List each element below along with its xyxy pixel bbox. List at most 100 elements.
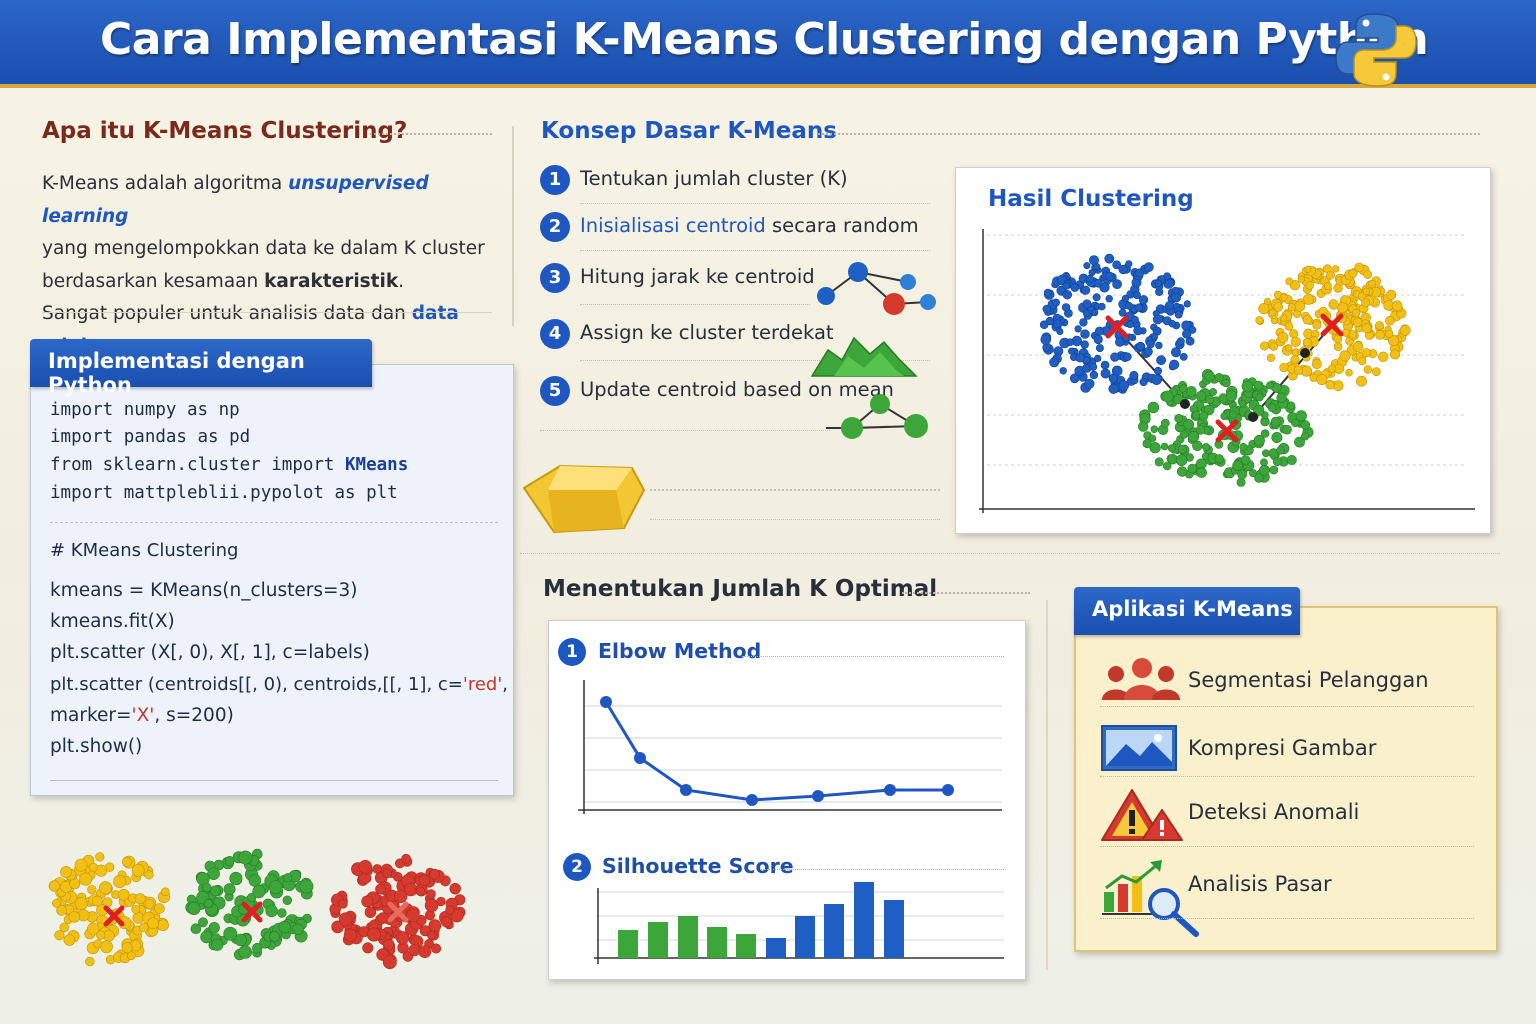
cluster-point (1134, 303, 1143, 312)
cluster-point (252, 884, 266, 899)
cluster-point (1328, 299, 1339, 310)
step-5-label: Update centroid based on mean (580, 378, 894, 401)
step-1-divider (580, 203, 930, 204)
cluster-point (1160, 442, 1169, 451)
cluster-point (1084, 378, 1095, 389)
cluster-point (1272, 457, 1282, 467)
cluster-point (1149, 442, 1161, 454)
cluster-point (265, 904, 278, 918)
cluster-point (1125, 301, 1133, 310)
cluster-point (198, 917, 208, 928)
cluster-point (1290, 336, 1301, 347)
cluster-point (1290, 355, 1300, 365)
cluster-point (1132, 291, 1141, 300)
cluster-point (209, 885, 221, 897)
silhouette-bar (795, 916, 815, 958)
cluster-point (1279, 314, 1288, 322)
cluster-point (1154, 366, 1163, 375)
cluster-point (1154, 279, 1163, 288)
cluster-point (1066, 338, 1074, 346)
cluster-point (1337, 302, 1349, 314)
cluster-point (1356, 375, 1367, 387)
cluster-point (1165, 301, 1175, 311)
cluster-point (1094, 279, 1103, 288)
code-line-c3: plt.scatter (X[, 0), X[, 1], c=labels) (50, 642, 370, 663)
cluster-point (1083, 262, 1091, 270)
cluster-point (1094, 354, 1102, 362)
cluster-point (161, 887, 170, 897)
cluster-point (1088, 269, 1096, 277)
cluster-point (1171, 286, 1180, 295)
result-title: Hasil Clustering (988, 186, 1194, 212)
cluster-point (1199, 411, 1209, 421)
cluster-point (1143, 262, 1154, 273)
cluster-point (1156, 355, 1166, 366)
elbow-method-chart (578, 680, 1002, 814)
app-divider-3 (1100, 846, 1474, 847)
optimal-k-card (548, 620, 1026, 980)
cluster-point (144, 870, 154, 880)
cluster-point (1125, 260, 1133, 268)
link-node (1180, 399, 1190, 409)
column-divider (512, 126, 514, 326)
cluster-point (1285, 277, 1294, 286)
cluster-point (51, 898, 61, 908)
cluster-point (429, 868, 440, 880)
cluster-point (1348, 269, 1358, 278)
code-string-red: 'red' (462, 674, 503, 695)
cluster-point (1056, 328, 1064, 336)
cluster-point (1118, 308, 1127, 317)
cluster-point (1142, 438, 1152, 449)
cluster-point (1363, 365, 1372, 374)
cluster-point (1089, 370, 1099, 380)
applications-title: Aplikasi K-Means (1074, 587, 1300, 635)
intro-highlight-karakteristik: karakteristik (264, 270, 399, 292)
cluster-point (1214, 373, 1224, 383)
cluster-point (187, 901, 201, 915)
cluster-point (1391, 300, 1403, 312)
cluster-point (190, 923, 202, 934)
cluster-point (1378, 351, 1389, 363)
cluster-point (1112, 260, 1122, 270)
cluster-point (1136, 341, 1145, 351)
cluster-point (1043, 288, 1052, 297)
cluster-point (60, 866, 72, 878)
update-molecule-icon (826, 394, 928, 439)
cluster-point (1279, 362, 1289, 373)
cluster-point (87, 884, 97, 895)
step-3-label: Hitung jarak ke centroid (580, 265, 815, 288)
cluster-point (56, 905, 67, 916)
optimal-k-title-divider (902, 592, 1030, 594)
cluster-point (48, 880, 60, 892)
cluster-point (394, 889, 408, 904)
cluster-point (1352, 317, 1363, 328)
cluster-point (1327, 364, 1336, 373)
cluster-point (1232, 460, 1243, 471)
cluster-point (415, 886, 426, 897)
cluster-point (1255, 316, 1264, 325)
cluster-point (1187, 463, 1198, 474)
cluster-point (1188, 431, 1200, 443)
cluster-point (1271, 431, 1283, 443)
cluster-point (1069, 373, 1080, 384)
cluster-point (268, 880, 283, 895)
cluster-point (59, 922, 70, 933)
cluster-point (1052, 298, 1061, 307)
cluster-point (132, 912, 145, 924)
cluster-point (343, 928, 358, 942)
centroid-blue (1105, 315, 1129, 339)
cluster-point (1239, 443, 1248, 452)
cluster-point (127, 951, 136, 961)
cluster-point (69, 878, 81, 890)
cluster-point (1186, 386, 1197, 397)
cluster-point (1260, 458, 1268, 467)
cluster-point (1176, 466, 1188, 477)
cluster-point (375, 883, 386, 895)
cluster-point (440, 916, 452, 928)
cluster-point (121, 942, 133, 954)
cluster-point (1363, 270, 1372, 279)
cluster-point (1061, 303, 1071, 312)
cluster-point (1174, 310, 1183, 319)
cluster-point (1276, 445, 1285, 455)
cluster-point (1139, 377, 1148, 387)
